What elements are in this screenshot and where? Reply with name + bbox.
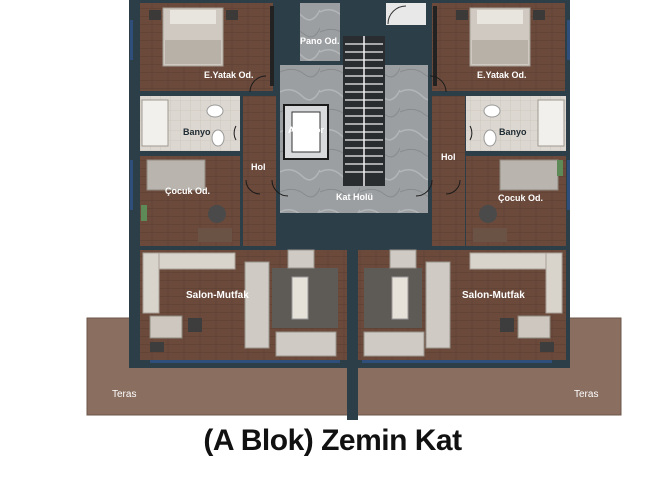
central-wall bbox=[347, 225, 358, 420]
panel-room-floor bbox=[300, 3, 340, 61]
sofa-right-a bbox=[425, 261, 451, 349]
dining-table-left bbox=[149, 315, 183, 339]
armchair-left-top bbox=[287, 249, 315, 269]
elevator-car bbox=[291, 111, 321, 153]
label-bath-left: Banyo bbox=[183, 127, 211, 137]
windows bbox=[130, 20, 570, 363]
dining-chair-left-a bbox=[188, 318, 202, 332]
child-chair-right bbox=[479, 205, 497, 223]
label-bedroom-right: E.Yatak Od. bbox=[477, 70, 527, 80]
label-child-right: Çocuk Od. bbox=[498, 193, 543, 203]
bathtub-right bbox=[537, 99, 565, 147]
nightstand-left-b bbox=[226, 10, 238, 20]
sink-left bbox=[206, 104, 224, 118]
sofa-left-a bbox=[244, 261, 270, 349]
entrance-door-swing bbox=[387, 5, 407, 25]
floor-plan: E.Yatak Od. E.Yatak Od. Banyo Banyo Hol … bbox=[86, 0, 622, 420]
label-hall-right: Hol bbox=[441, 152, 456, 162]
door-swings bbox=[233, 75, 473, 197]
sofa-right-b bbox=[363, 331, 425, 357]
toilet-left bbox=[211, 129, 225, 147]
kitchen-counter-side-left bbox=[142, 252, 160, 314]
child-desk-left bbox=[198, 228, 232, 242]
bed-pillows-left bbox=[170, 10, 216, 24]
sink-right bbox=[483, 104, 501, 118]
wardrobe-left bbox=[270, 6, 274, 86]
label-child-left: Çocuk Od. bbox=[165, 186, 210, 196]
coffee-table-right bbox=[391, 276, 409, 320]
hall-floor-right bbox=[432, 96, 465, 246]
bed-pillows-right bbox=[477, 10, 523, 24]
dining-chair-right-a bbox=[500, 318, 514, 332]
label-living-right: Salon-Mutfak bbox=[462, 290, 525, 301]
toilet-right bbox=[483, 129, 497, 147]
nightstand-right-b bbox=[533, 10, 545, 20]
nightstand-right-a bbox=[456, 10, 468, 20]
child-desk-right bbox=[473, 228, 507, 242]
label-hall-left: Hol bbox=[251, 162, 266, 172]
kitchen-counter-side-right bbox=[545, 252, 563, 314]
child-bed-right bbox=[499, 159, 559, 191]
bed-blanket-right bbox=[472, 40, 528, 64]
dining-chair-left-b bbox=[150, 342, 164, 352]
bed-blanket-left bbox=[165, 40, 221, 64]
wardrobe-right bbox=[433, 6, 437, 86]
label-bath-right: Banyo bbox=[499, 127, 527, 137]
floor-caption: (A Blok) Zemin Kat bbox=[203, 424, 462, 457]
label-panel-room: Pano Od. bbox=[300, 36, 340, 46]
child-plant-left bbox=[141, 205, 147, 221]
child-plant-right bbox=[557, 160, 563, 176]
label-terrace-right: Teras bbox=[574, 389, 598, 400]
coffee-table-left bbox=[291, 276, 309, 320]
label-living-left: Salon-Mutfak bbox=[186, 290, 249, 301]
label-terrace-left: Teras bbox=[112, 389, 136, 400]
label-bedroom-left: E.Yatak Od. bbox=[204, 70, 254, 80]
sofa-left-b bbox=[275, 331, 337, 357]
dining-chair-right-b bbox=[540, 342, 554, 352]
hall-floor-left bbox=[243, 96, 276, 246]
bathtub-left bbox=[141, 99, 169, 147]
dining-table-right bbox=[517, 315, 551, 339]
nightstand-left-a bbox=[149, 10, 161, 20]
child-bed-left bbox=[146, 159, 206, 191]
child-chair-left bbox=[208, 205, 226, 223]
armchair-right-top bbox=[389, 249, 417, 269]
label-floor-hall: Kat Holü bbox=[336, 192, 373, 202]
label-elevator: Asansör bbox=[288, 125, 325, 135]
